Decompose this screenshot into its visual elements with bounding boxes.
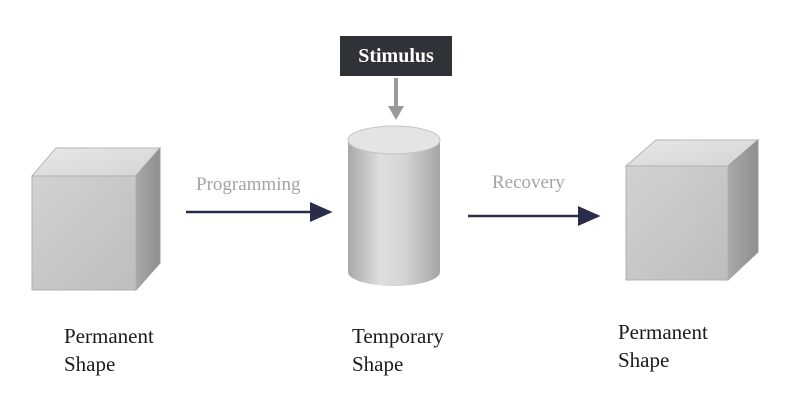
- stimulus-arrow: [388, 78, 404, 120]
- temporary-shape-label-line2: Shape: [352, 352, 404, 376]
- programming-label: Programming: [196, 174, 301, 195]
- permanent-shape-cube-left: [30, 146, 162, 292]
- temporary-shape-label-line1: Temporary: [352, 324, 444, 348]
- initial-shape-label-line1: Permanent: [64, 324, 154, 348]
- stimulus-box: Stimulus: [340, 36, 452, 76]
- initial-shape-label: Permanent Shape: [64, 322, 154, 378]
- final-shape-label-line2: Shape: [618, 348, 670, 372]
- final-shape-label-line1: Permanent: [618, 320, 708, 344]
- final-shape-label: Permanent Shape: [618, 318, 708, 374]
- temporary-shape-cylinder: [347, 125, 441, 286]
- temporary-shape-label: Temporary Shape: [352, 322, 444, 378]
- initial-shape-label-line2: Shape: [64, 352, 116, 376]
- recovery-label: Recovery: [492, 172, 565, 193]
- permanent-shape-cube-right: [624, 138, 760, 282]
